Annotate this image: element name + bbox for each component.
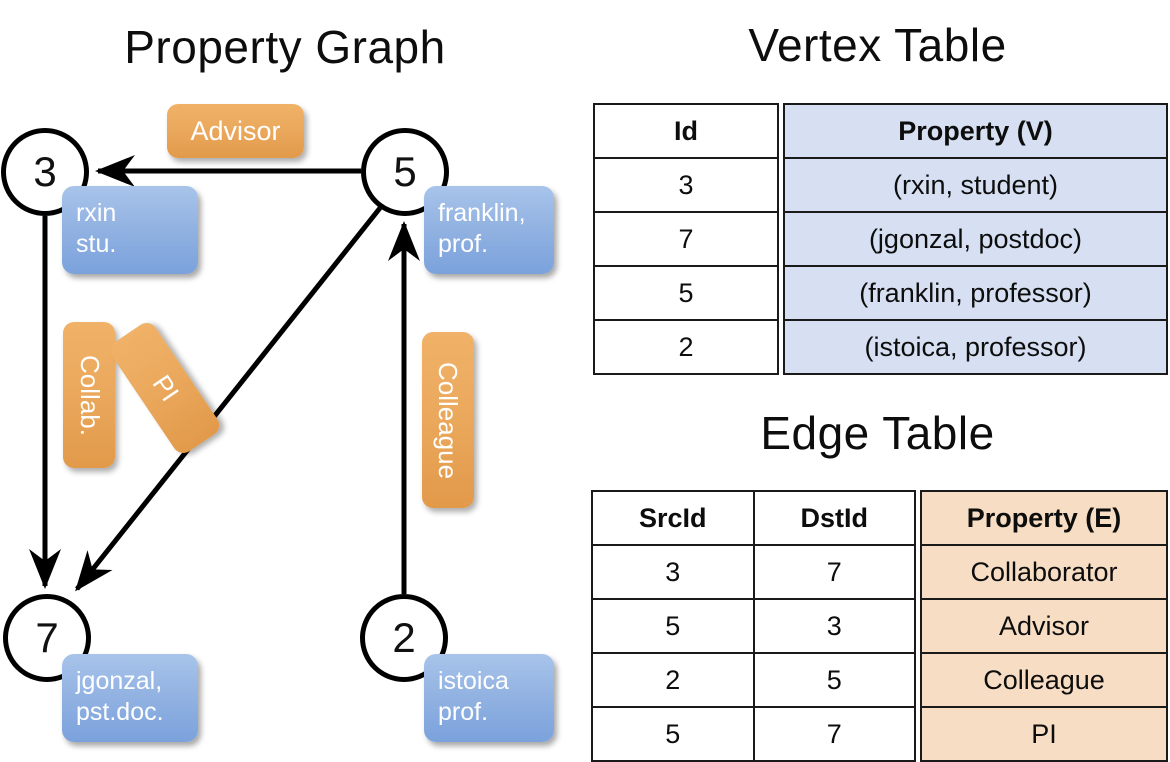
vertex-property-box-5-line-1: franklin, xyxy=(438,199,526,227)
vertex-property-box-2[interactable]: istoica prof. xyxy=(424,654,554,742)
vertex-table-cell-id: 7 xyxy=(593,211,779,267)
vertex-property-box-2-line-2: prof. xyxy=(438,698,489,727)
edge-label-pi-text: PI xyxy=(146,369,185,407)
edge-label-collab-text: Collab. xyxy=(74,354,105,436)
edge-5-to-7 xyxy=(75,206,382,592)
table-row[interactable]: (istoica, professor) xyxy=(783,319,1168,375)
table-header-row: Property (E) xyxy=(920,490,1168,546)
vertex-property-box-3-line-2: stu. xyxy=(76,230,117,259)
vertex-table-cell-property: (istoica, professor) xyxy=(783,319,1168,375)
table-row[interactable]: PI xyxy=(920,706,1168,762)
edge-label-colleague-text: Colleague xyxy=(433,361,464,479)
edge-table-cell-property: Advisor xyxy=(920,598,1168,654)
table-row[interactable]: Advisor xyxy=(920,598,1168,654)
page-title-edge-table: Edge Table xyxy=(760,407,995,459)
vertex-table-cell-property: (franklin, professor) xyxy=(783,265,1168,321)
edge-label-advisor-text: Advisor xyxy=(190,115,281,146)
vertex-property-box-3[interactable]: rxin stu. xyxy=(62,186,198,274)
edge-table-header-dstid: DstId xyxy=(752,490,916,546)
vertex-table-header-property: Property (V) xyxy=(783,103,1168,159)
edge-label-colleague[interactable]: Colleague xyxy=(422,332,474,508)
edge-table-cell-dstid: 3 xyxy=(752,598,916,654)
edge-label-collab[interactable]: Collab. xyxy=(63,322,115,468)
edge-table-header-srcid: SrcId xyxy=(591,490,755,546)
graph-node-3-label: 3 xyxy=(33,148,57,195)
vertex-property-box-3-line-1: rxin xyxy=(76,199,117,227)
graph-edges-svg xyxy=(29,155,420,594)
table-header-row: Property (V) xyxy=(783,103,1168,159)
vertex-table-header-id: Id xyxy=(593,103,779,159)
vertex-property-box-7[interactable]: jgonzal, pst.doc. xyxy=(62,654,198,742)
edge-table-cell-srcid: 5 xyxy=(591,706,755,762)
vertex-property-box-5[interactable]: franklin, prof. xyxy=(424,186,554,274)
edge-table-cell-property: PI xyxy=(920,706,1168,762)
edge-table-cell-dstid: 5 xyxy=(752,652,916,708)
vertex-table-cell-property: (jgonzal, postdoc) xyxy=(783,211,1168,267)
edge-table-cell-dstid: 7 xyxy=(752,544,916,600)
vertex-table-cell-id: 5 xyxy=(593,265,779,321)
table-row[interactable]: 3 xyxy=(593,157,779,213)
property-graph-panel: Property Graph 3 5 7 2 rxin stu. frankli… xyxy=(0,0,585,760)
edge-table-cell-property: Collaborator xyxy=(920,544,1168,600)
table-header-row: Id xyxy=(593,103,779,159)
edge-table-cell-dstid: 7 xyxy=(752,706,916,762)
edge-table-header-property: Property (E) xyxy=(920,490,1168,546)
table-row[interactable]: 3 7 xyxy=(591,544,916,600)
vertex-property-box-7-line-2: pst.doc. xyxy=(76,698,164,727)
vertex-table-cell-id: 3 xyxy=(593,157,779,213)
table-row[interactable]: 5 xyxy=(593,265,779,321)
table-row[interactable]: (jgonzal, postdoc) xyxy=(783,211,1168,267)
table-row[interactable]: 2 5 xyxy=(591,652,916,708)
edge-table-cell-srcid: 3 xyxy=(591,544,755,600)
edge-table-src-dst-columns: SrcId DstId 3 7 5 3 2 5 5 7 xyxy=(591,490,916,762)
table-row[interactable]: 2 xyxy=(593,319,779,375)
graph-node-5-label: 5 xyxy=(393,148,417,195)
graph-node-2-label: 2 xyxy=(392,614,416,661)
edge-table-cell-srcid: 5 xyxy=(591,598,755,654)
vertex-property-box-2-line-1: istoica xyxy=(438,667,509,695)
table-row[interactable]: Collaborator xyxy=(920,544,1168,600)
table-header-row: SrcId DstId xyxy=(591,490,916,546)
table-row[interactable]: (franklin, professor) xyxy=(783,265,1168,321)
edge-table-cell-property: Colleague xyxy=(920,652,1168,708)
table-row[interactable]: 7 xyxy=(593,211,779,267)
edge-table-property-column: Property (E) Collaborator Advisor Collea… xyxy=(920,490,1168,762)
vertex-table-property-column: Property (V) (rxin, student) (jgonzal, p… xyxy=(783,103,1168,375)
page-title-vertex-table: Vertex Table xyxy=(748,19,1007,71)
table-row[interactable]: 5 7 xyxy=(591,706,916,762)
vertex-property-box-5-line-2: prof. xyxy=(438,230,489,259)
vertex-table-id-column: Id 3 7 5 2 xyxy=(593,103,779,375)
vertex-table-cell-property: (rxin, student) xyxy=(783,157,1168,213)
page-title-property-graph: Property Graph xyxy=(124,21,446,73)
table-row[interactable]: Colleague xyxy=(920,652,1168,708)
graph-node-7-label: 7 xyxy=(35,614,59,661)
vertex-property-box-7-line-1: jgonzal, xyxy=(76,667,163,695)
graph-node-5[interactable]: 5 xyxy=(361,128,449,216)
table-row[interactable]: 5 3 xyxy=(591,598,916,654)
edge-table-cell-srcid: 2 xyxy=(591,652,755,708)
edge-label-advisor[interactable]: Advisor xyxy=(167,104,304,158)
vertex-table-cell-id: 2 xyxy=(593,319,779,375)
table-row[interactable]: (rxin, student) xyxy=(783,157,1168,213)
graph-node-2[interactable]: 2 xyxy=(360,594,448,682)
